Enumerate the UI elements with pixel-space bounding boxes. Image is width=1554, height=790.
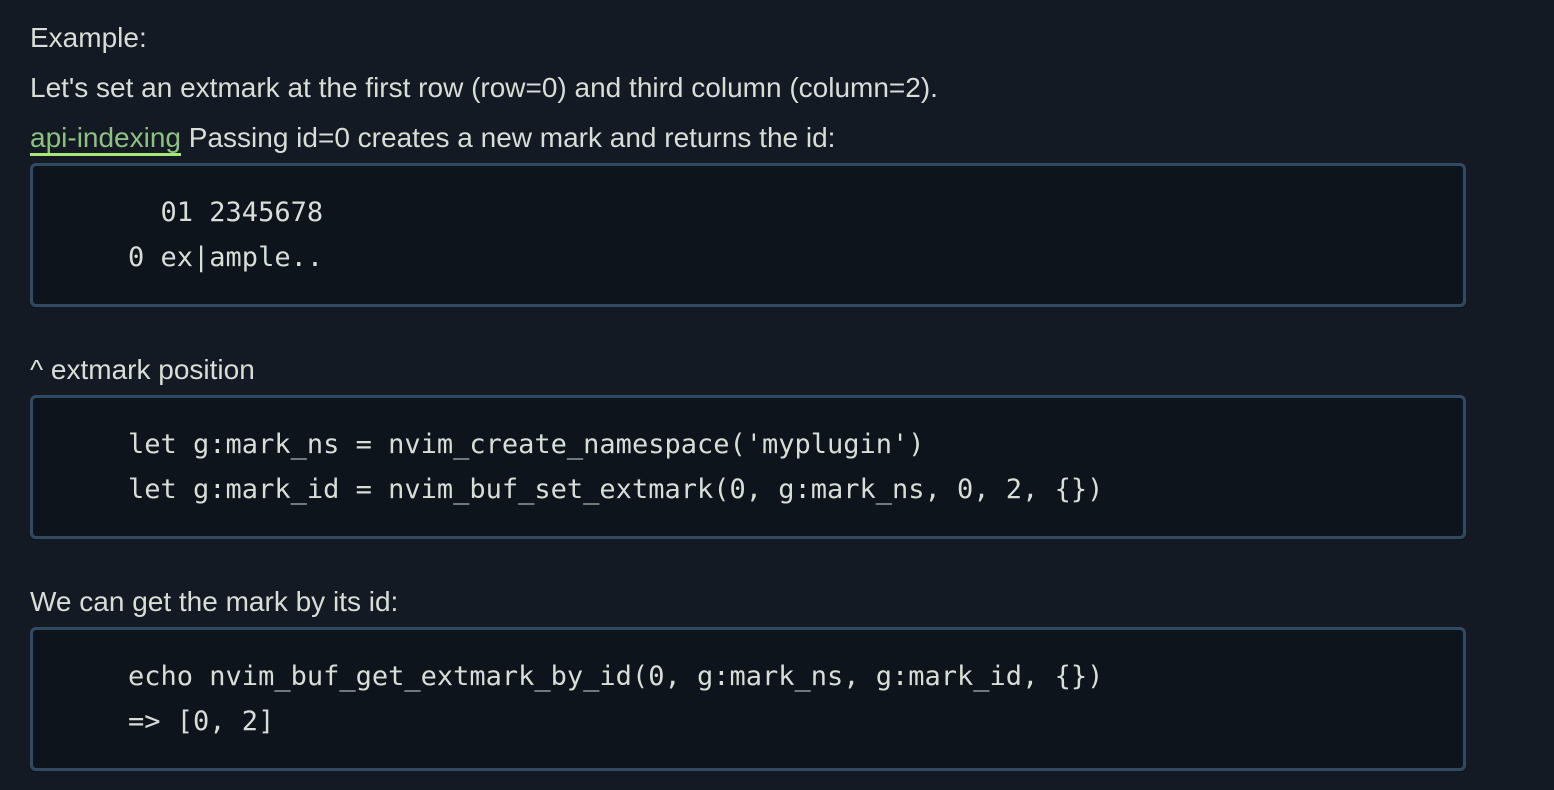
code-block-get-extmark: echo nvim_buf_get_extmark_by_id(0, g:mar…: [30, 627, 1466, 771]
intro-sentence: Let's set an extmark at the first row (r…: [30, 72, 938, 103]
code-block-set-extmark: let g:mark_ns = nvim_create_namespace('m…: [30, 395, 1466, 539]
example-label: Example:: [30, 22, 147, 53]
code-line-columns-header: 01 2345678: [63, 197, 324, 228]
code-block-buffer-example: 01 2345678 0 ex|ample..: [30, 163, 1466, 307]
code-line-set-extmark: let g:mark_id = nvim_buf_set_extmark(0, …: [63, 474, 1104, 505]
api-indexing-line: api-indexing Passing id=0 creates a new …: [30, 113, 1466, 163]
code-line-get-extmark: echo nvim_buf_get_extmark_by_id(0, g:mar…: [63, 661, 1104, 692]
api-indexing-link[interactable]: api-indexing: [30, 122, 181, 156]
get-mark-sentence: We can get the mark by its id:: [30, 586, 399, 617]
extmark-position-caption: ^ extmark position: [30, 354, 255, 385]
help-doc-content: Example: Let's set an extmark at the fir…: [30, 22, 1466, 771]
code-line-create-namespace: let g:mark_ns = nvim_create_namespace('m…: [63, 429, 925, 460]
code-line-buffer-text: 0 ex|ample..: [63, 242, 324, 273]
api-indexing-line-text: Passing id=0 creates a new mark and retu…: [181, 122, 836, 153]
code-line-result: => [0, 2]: [63, 706, 275, 737]
